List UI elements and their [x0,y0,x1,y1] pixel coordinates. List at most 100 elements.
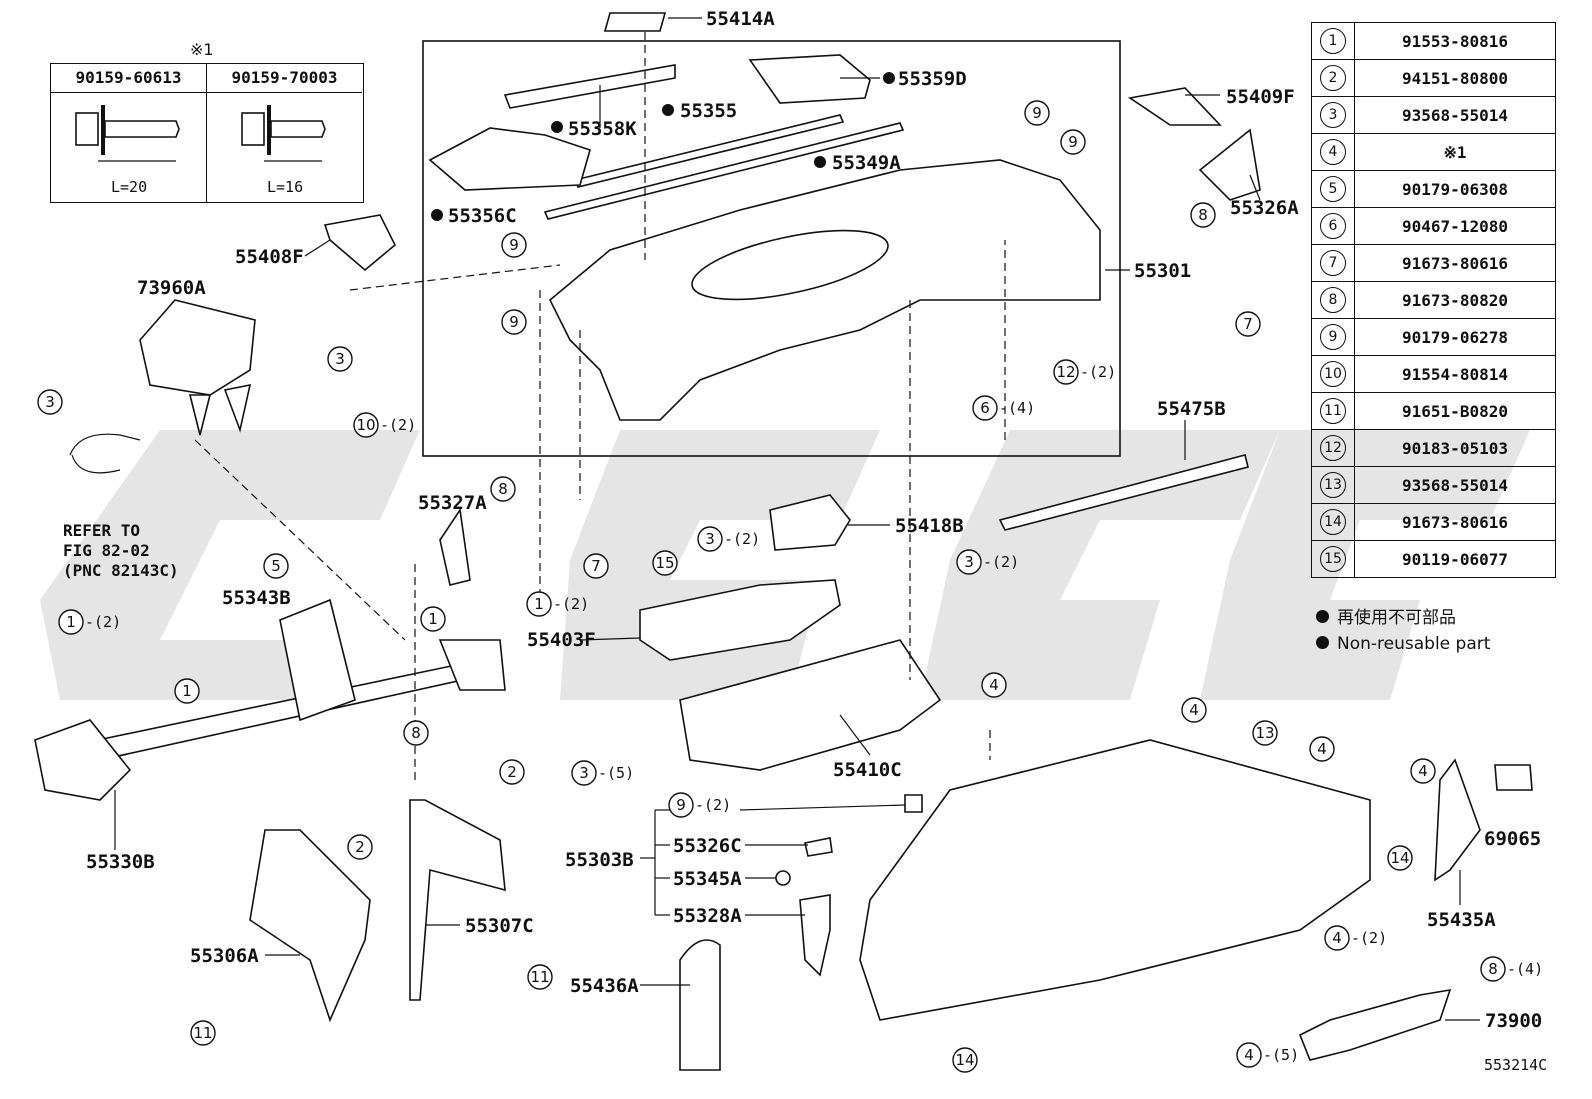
legend-num: 6 [1320,213,1346,239]
legend-num-cell: 1 [1311,22,1355,60]
legend-num-cell: 9 [1311,318,1355,356]
bullet-icon [1316,636,1329,649]
callout-circle: 9 [501,232,527,258]
callout-number: 3 [579,764,589,782]
legend-num: 1 [1320,28,1346,54]
callout-number: 11 [193,1024,212,1042]
part-55436A-shape [679,939,721,1071]
label-55409F: 55409F [1226,86,1295,108]
legend-num: 12 [1320,435,1346,461]
label-55328A: 55328A [673,905,742,927]
legend-num: 2 [1320,65,1346,91]
callout-circle: 4 [981,672,1007,698]
part-55409F-shape [1127,87,1222,126]
callout-number: 8 [498,480,508,498]
callout-circle: 8 [490,476,516,502]
callout-circle: 8 [403,720,429,746]
callout-number: 1 [428,610,438,628]
upper-group-frame [422,40,1121,457]
callout-number: 8 [1488,960,1498,978]
callout-circle: 10-(2) [353,412,416,438]
callout-number: 8 [411,724,421,742]
callout-circle: 11 [190,1020,216,1046]
label-55355: 55355 [680,100,737,122]
legend-num: 3 [1320,102,1346,128]
callout-circle: 3-(2) [956,549,1019,575]
part-55408F-shape [323,214,396,272]
callout-circle: 9 [501,309,527,335]
callout-quantity: -(2) [695,796,731,814]
bolt-icon [241,105,326,162]
callout-number: 4 [1244,1046,1254,1064]
clip-shape [904,794,923,813]
bolt-length: L=20 [111,178,148,196]
legend-num-cell: 7 [1311,244,1355,282]
legend-num-cell: 3 [1311,96,1355,134]
part-55403F-shape [639,579,841,661]
leader-lines [114,17,1480,1021]
part-55307C-shape [409,799,506,1001]
callout-circle: 5 [263,553,289,579]
callout-quantity: -(5) [1263,1046,1299,1064]
callout-circle: 1 [174,678,200,704]
callout-number: 7 [1243,315,1253,333]
label-55301: 55301 [1134,260,1191,282]
callout-number: 4 [1332,929,1342,947]
legend-part: 94151-80800 [1354,59,1556,97]
callout-number: 1 [66,613,76,631]
diagram-number: 553214C [1484,1056,1548,1074]
label-55414A: 55414A [706,8,775,30]
callout-number: 14 [955,1051,974,1069]
part-55414A-shape [603,12,667,32]
support-beam [34,598,506,801]
callout-circle: 3 -(5) [571,760,634,786]
part-55418B-shape [769,494,851,551]
callout-number: 4 [1418,762,1428,780]
legend-num-cell: 2 [1311,59,1355,97]
bolt-length: L=16 [267,178,304,196]
callout-number: 9 [676,796,686,814]
bullet-icon [1316,610,1329,623]
legend-part: 93568-55014 [1354,466,1556,504]
legend-num-cell: 8 [1311,281,1355,319]
part-55475B-shape [998,454,1249,531]
callout-quantity: -(2) [85,613,121,631]
callout-quantity: -(4) [999,399,1035,417]
legend-num-cell: 15 [1311,540,1355,578]
callout-circle: 1-(2) [526,591,589,617]
callout-number: 10 [356,416,375,434]
legend-part: 91651-B0820 [1354,392,1556,430]
callout-circle: 11 [527,964,553,990]
callout-number: 4 [989,676,999,694]
legend-num: 10 [1320,361,1346,387]
callout-quantity: -(2) [983,553,1019,571]
fastener-box: 90159-60613 L=20 90159-70003 L=16 [50,63,364,203]
legend-num: 8 [1320,287,1346,313]
callout-circle: 14 [952,1047,978,1073]
callout-number: 2 [507,763,517,781]
part-55358K-shape [503,64,676,109]
legend-num-cell: 11 [1311,392,1355,430]
upper-pads [428,12,905,220]
callout-number: 4 [1317,740,1327,758]
callout-number: 9 [509,236,519,254]
legend-part: ※1 [1354,133,1556,171]
part-73900-shape [1298,988,1452,1061]
part-55410C-shape [679,639,942,771]
legend-num: 15 [1320,546,1346,572]
legend-row: 4※1 [1311,133,1556,171]
callout-quantity: -(5) [598,764,634,782]
legend-part: 90183-05103 [1354,429,1556,467]
callout-circle: 8 [1190,202,1216,228]
label-55326A: 55326A [1230,197,1299,219]
bolt-cell-2: 90159-70003 L=16 [207,64,362,202]
legend-num-cell: 6 [1311,207,1355,245]
callout-circle: 1 [420,606,446,632]
harness [69,433,141,474]
